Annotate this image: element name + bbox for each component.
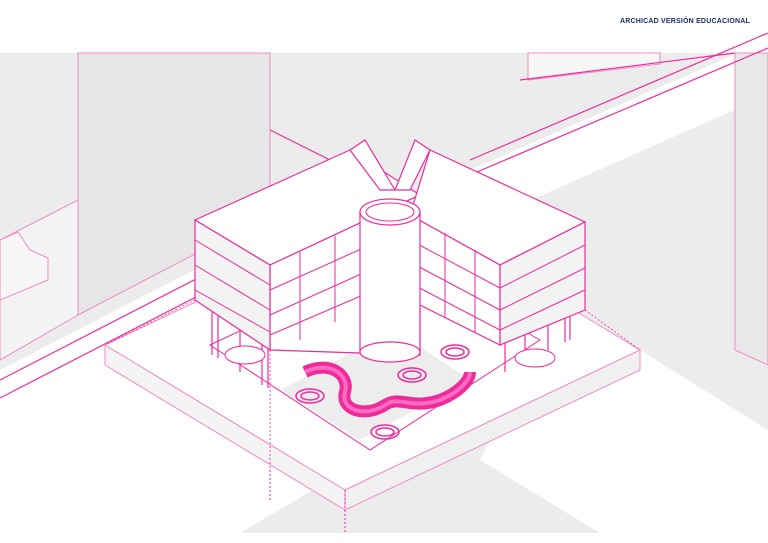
- projection-lines: [104, 299, 641, 470]
- tower-top-right: [527, 52, 661, 81]
- circular-planters: [295, 344, 470, 440]
- cars: [224, 345, 556, 368]
- serpentine-benches: [302, 361, 476, 418]
- roof-triangle-right: [394, 139, 431, 191]
- steps-left: [0, 231, 49, 301]
- street-right: [470, 40, 768, 205]
- building-right-wing: [394, 139, 587, 346]
- watermark-text: ARCHICAD VERSIÓN EDUCACIONAL: [619, 18, 750, 25]
- central-cylinder: [359, 198, 421, 363]
- car-left: [224, 345, 266, 365]
- street-bottom-left: [0, 370, 330, 533]
- car-right: [514, 348, 556, 368]
- block-right: [734, 52, 768, 366]
- plaza-shadow: [280, 330, 470, 440]
